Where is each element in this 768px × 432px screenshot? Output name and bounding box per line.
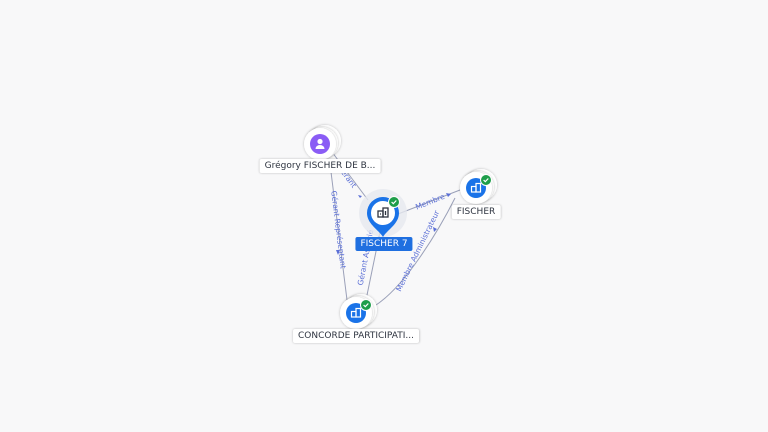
edge-label-person-concorde: Gérant Représentant [329,190,348,269]
node-label-concorde[interactable]: CONCORDE PARTICIPATI... [293,329,419,343]
edge-label-main-fischer: Membre [414,192,446,212]
node-concorde[interactable] [340,294,377,329]
edge-person-concorde[interactable]: Gérant Représentant [329,171,348,301]
building-icon [350,307,362,318]
node-label-fischer[interactable]: FISCHER [451,205,501,219]
node-person[interactable] [304,125,341,160]
building-icon [470,182,482,193]
node-main[interactable] [359,189,407,237]
building-icon [377,207,389,218]
person-icon [315,138,325,149]
node-label-main[interactable]: FISCHER 7 [355,237,413,251]
verified-icon [480,174,492,186]
node-label-person[interactable]: Grégory FISCHER DE B... [259,159,381,173]
edge-label-person-concorde-line1: Gérant Représentant [329,190,348,269]
node-fischer[interactable] [460,169,497,204]
verified-icon [360,299,372,311]
edge-main-fischer[interactable]: Membre [397,189,461,215]
verified-icon [388,196,400,208]
